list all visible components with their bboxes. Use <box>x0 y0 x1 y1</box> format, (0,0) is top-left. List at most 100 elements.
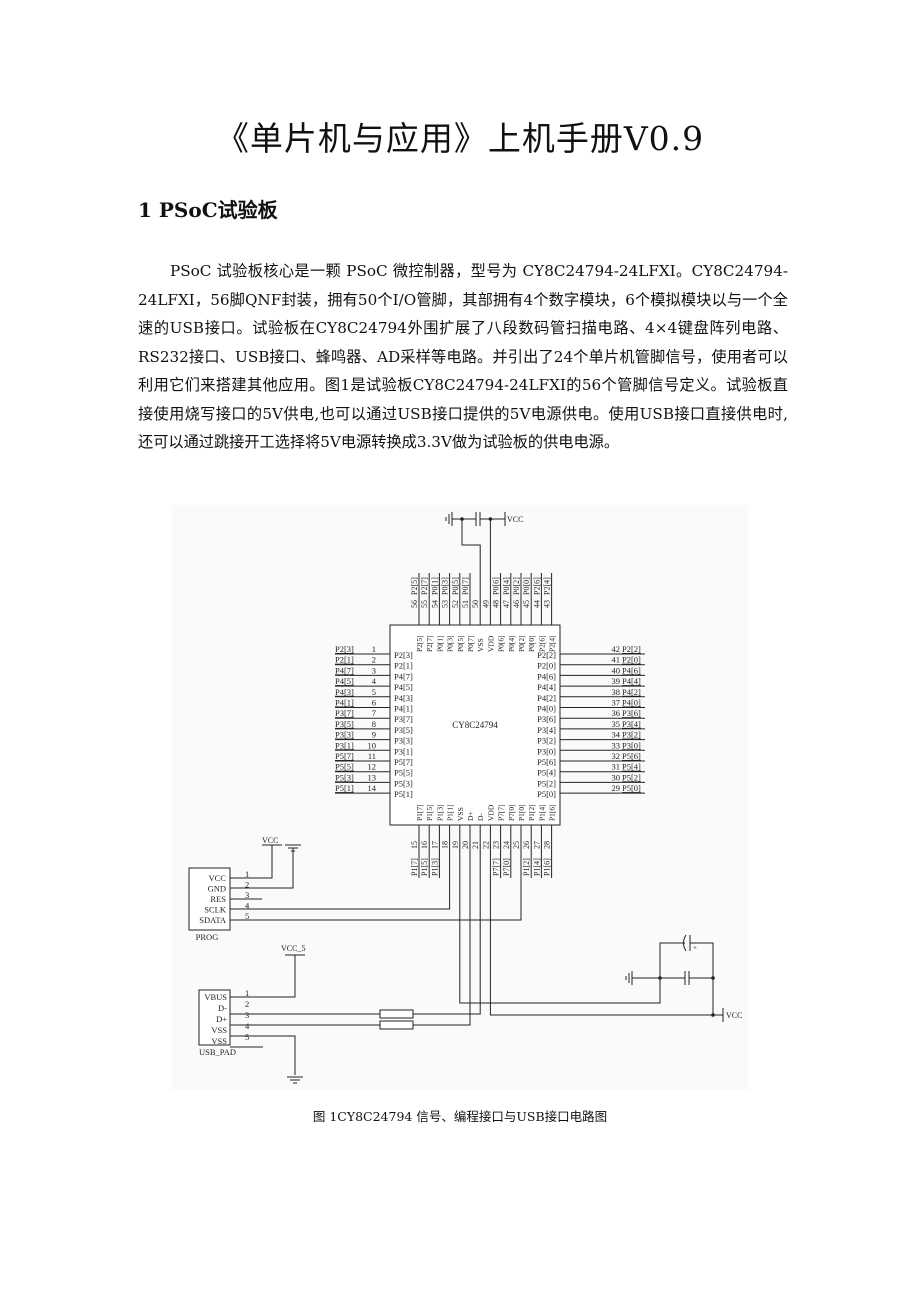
pin-outer-label: P3[7] <box>335 708 354 718</box>
pin-number: 39 <box>612 676 621 686</box>
pin-outer-label: P4[5] <box>335 676 354 686</box>
plus-label: + <box>693 944 697 952</box>
pin-inner-label: P1[5] <box>425 804 434 821</box>
wire <box>230 825 522 921</box>
pin-outer-label: P5[0] <box>622 783 641 793</box>
pin-inner-label: P3[0] <box>537 746 556 756</box>
pin-number: 32 <box>612 751 621 761</box>
pin-inner-label: P5[0] <box>537 789 556 799</box>
pin-inner-label: P4[6] <box>537 671 556 681</box>
pin-inner-label: P3[7] <box>394 714 413 724</box>
pin-number: 44 <box>532 600 541 608</box>
pin-number: 6 <box>372 698 376 708</box>
pin-number: 19 <box>451 841 460 849</box>
pin-inner-label: VSS <box>456 807 465 821</box>
wire <box>690 942 714 1015</box>
pin-inner-label: P0[4] <box>507 635 516 652</box>
body-paragraph: PSoC 试验板核心是一颗 PSoC 微控制器，型号为 CY8C24794-24… <box>138 262 788 451</box>
pin-inner-label: P7[7] <box>497 804 506 821</box>
usb-connector <box>198 989 231 1046</box>
pin-number: 14 <box>368 783 377 793</box>
pin-inner-label: P3[3] <box>394 736 413 746</box>
pin-outer-label: P2[6] <box>532 577 541 595</box>
pin-inner-label: P1[2] <box>527 804 536 821</box>
pin-inner-label: P4[3] <box>394 693 413 703</box>
pin-inner-label: P2[1] <box>394 661 413 671</box>
pin-inner-label: P1[0] <box>517 804 526 821</box>
prog-pin-label: VCC <box>209 873 227 883</box>
pin-number: 37 <box>612 698 621 708</box>
pin-outer-label: P3[4] <box>622 719 641 729</box>
pin-number: 5 <box>372 687 376 697</box>
pin-outer-label: P2[4] <box>543 577 552 595</box>
pin-number: 4 <box>372 676 377 686</box>
pin-number: 13 <box>368 772 377 782</box>
resistor-icon <box>379 1020 414 1030</box>
junction-dot <box>711 976 715 980</box>
pin-inner-label: P3[6] <box>537 714 556 724</box>
pin-number: 12 <box>368 762 377 772</box>
pin-inner-label: P0[1] <box>435 635 444 652</box>
pin-inner-label: VSS <box>476 638 485 652</box>
pin-outer-label: P5[1] <box>335 783 354 793</box>
pin-outer-label: P2[0] <box>622 655 641 665</box>
pin-outer-label: P5[3] <box>335 772 354 782</box>
pin-number: 1 <box>372 644 376 654</box>
pin-number: 41 <box>612 655 621 665</box>
pin-number: 11 <box>368 751 376 761</box>
pin-number: 18 <box>441 841 450 849</box>
pin-number: 38 <box>612 687 621 697</box>
prog-pin-label: SDATA <box>199 915 227 925</box>
pin-outer-label: P3[5] <box>335 719 354 729</box>
pin-number: 15 <box>410 841 419 849</box>
vcc-label: VCC <box>262 836 278 845</box>
pin-number: 47 <box>502 600 511 608</box>
pin-number: 22 <box>481 841 490 849</box>
pin-inner-label: P3[4] <box>537 725 556 735</box>
pin-inner-label: P0[0] <box>527 635 536 652</box>
pin-inner-label: P4[0] <box>537 704 556 714</box>
pin-number: 26 <box>522 841 531 849</box>
pin-outer-label: P0[2] <box>512 577 521 595</box>
pin-inner-label: P4[2] <box>537 693 556 703</box>
pin-inner-label: P1[4] <box>537 804 546 821</box>
pin-inner-label: P4[4] <box>537 682 556 692</box>
pin-inner-label: P5[7] <box>394 757 413 767</box>
pin-number: 27 <box>532 841 541 849</box>
pin-number: 34 <box>612 730 621 740</box>
pin-inner-label: P4[1] <box>394 704 413 714</box>
pin-inner-label: P5[1] <box>394 789 413 799</box>
pin-outer-label: P3[3] <box>335 730 354 740</box>
pin-inner-label: P2[7] <box>425 635 434 652</box>
pin-number: 16 <box>420 841 429 849</box>
pin-inner-label: P0[2] <box>517 635 526 652</box>
pin-inner-label: VDD <box>486 635 495 652</box>
pin-inner-label: D+ <box>466 811 475 821</box>
wire <box>230 1035 296 1075</box>
prog-label: PROG <box>196 932 219 942</box>
pin-number: 28 <box>543 841 552 849</box>
pin-number: 49 <box>481 600 490 608</box>
pin-inner-label: P5[2] <box>537 778 556 788</box>
prog-pin-number: 1 <box>245 869 249 879</box>
pin-outer-label: P0[7] <box>461 577 470 595</box>
usb-pin-label: D+ <box>216 1014 227 1024</box>
usb-pin-number: 3 <box>245 1010 249 1020</box>
pin-inner-label: D- <box>476 813 485 821</box>
wire <box>413 825 471 1026</box>
pin-outer-label: P7[0] <box>502 858 511 876</box>
pin-number: 51 <box>461 600 470 608</box>
pin-inner-label: P5[6] <box>537 757 556 767</box>
pin-inner-label: P0[6] <box>497 635 506 652</box>
pin-outer-label: P5[2] <box>622 772 641 782</box>
pin-outer-label: P0[3] <box>441 577 450 595</box>
pin-number: 56 <box>410 600 419 608</box>
pin-outer-label: P4[1] <box>335 698 354 708</box>
usb-pin-label: VBUS <box>204 992 227 1002</box>
wire <box>230 845 273 879</box>
pin-inner-label: P7[0] <box>507 804 516 821</box>
junction-dot <box>658 976 662 980</box>
pin-inner-label: P5[4] <box>537 768 556 778</box>
pin-number: 54 <box>430 600 439 608</box>
